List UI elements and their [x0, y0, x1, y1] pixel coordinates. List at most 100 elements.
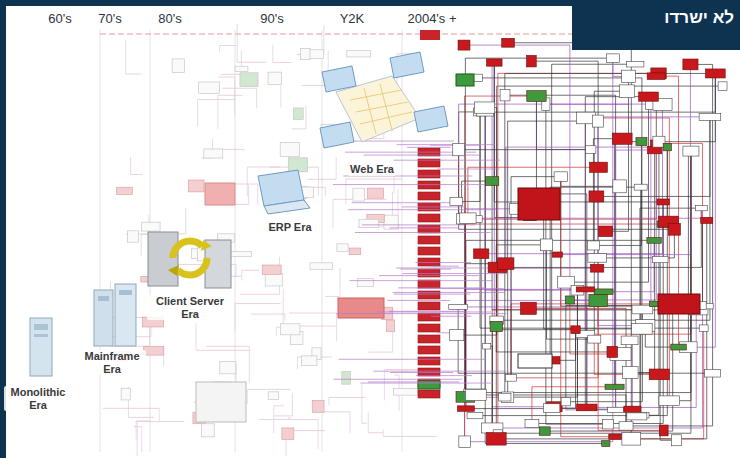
system-box — [632, 324, 653, 335]
system-box — [456, 74, 474, 86]
legacy-link — [220, 45, 237, 46]
integration-link — [393, 160, 499, 161]
legacy-box — [280, 324, 299, 335]
integration-stack-box — [418, 258, 440, 266]
system-box — [624, 406, 641, 412]
era-year: 80's — [156, 12, 183, 27]
system-box — [457, 406, 474, 411]
legacy-link — [137, 421, 184, 422]
system-box — [647, 237, 661, 243]
legacy-link — [242, 270, 259, 271]
legacy-link — [237, 24, 238, 62]
integration-link — [402, 206, 464, 207]
legacy-link — [248, 185, 249, 205]
legacy-link — [185, 208, 186, 234]
legacy-link — [247, 167, 248, 196]
integration-stack-box — [418, 368, 440, 376]
system-link — [498, 73, 659, 433]
system-box — [718, 82, 727, 91]
integration-link — [343, 175, 472, 176]
legacy-box — [280, 143, 299, 157]
era-year: 2004's + — [405, 12, 458, 27]
core-system-box — [658, 294, 700, 314]
legacy-box — [240, 73, 258, 87]
legacy-link — [285, 314, 286, 321]
top-red-box — [420, 30, 440, 40]
system-link — [458, 307, 712, 373]
legacy-link — [274, 415, 292, 416]
system-box — [627, 413, 647, 420]
legacy-box — [357, 279, 373, 287]
legacy-box — [310, 263, 333, 269]
system-box — [613, 180, 626, 193]
system-box — [589, 191, 604, 202]
system-link — [492, 309, 642, 427]
system-box — [450, 197, 463, 205]
legacy-box — [367, 188, 383, 198]
legacy-link — [221, 74, 242, 75]
system-link — [459, 150, 675, 230]
system-box — [527, 55, 537, 67]
era-year: 60's — [46, 12, 73, 27]
system-link — [536, 96, 543, 203]
integration-stack-box — [418, 302, 440, 310]
legacy-link — [368, 413, 369, 433]
legacy-link — [128, 417, 154, 418]
legacy-link — [346, 179, 402, 180]
system-link — [511, 177, 561, 378]
system-box — [605, 384, 624, 389]
legacy-link — [249, 346, 250, 383]
legacy-box — [394, 388, 418, 395]
integration-link — [394, 294, 470, 295]
system-link — [465, 264, 505, 397]
legacy-link — [297, 357, 298, 369]
system-link — [532, 202, 663, 424]
legacy-link — [251, 314, 285, 315]
system-link — [626, 373, 713, 426]
system-box — [577, 404, 597, 411]
system-box — [576, 287, 594, 292]
system-box — [659, 396, 680, 406]
system-box — [612, 133, 632, 144]
legacy-box — [201, 424, 214, 437]
integration-stack-box — [418, 335, 440, 343]
integration-link — [334, 379, 463, 380]
integration-stack-box — [418, 280, 440, 288]
legacy-box — [220, 362, 236, 374]
integration-link — [415, 262, 471, 263]
system-box — [502, 38, 515, 47]
integration-stack-box — [418, 313, 440, 321]
system-link — [561, 177, 616, 437]
system-link — [465, 96, 537, 442]
system-box — [474, 102, 494, 113]
integration-link — [355, 232, 491, 233]
integration-stack-box — [418, 236, 440, 244]
system-link — [703, 220, 707, 306]
system-box — [540, 239, 552, 251]
system-box — [588, 254, 606, 263]
system-link — [475, 147, 667, 415]
legacy-link — [131, 174, 143, 175]
system-box — [671, 435, 681, 446]
integration-link — [400, 269, 451, 270]
legacy-link — [218, 76, 234, 77]
legacy-link — [141, 234, 142, 256]
system-link — [506, 147, 667, 264]
legacy-box — [127, 231, 138, 242]
integration-link — [362, 224, 475, 225]
system-link — [496, 245, 546, 439]
system-box — [595, 289, 613, 295]
system-box — [486, 433, 506, 445]
system-link — [552, 330, 576, 408]
system-box — [543, 404, 559, 413]
legacy-link — [325, 296, 340, 297]
system-box — [587, 241, 599, 250]
system-link — [511, 268, 597, 378]
legacy-link — [307, 179, 336, 180]
system-box — [619, 422, 633, 430]
system-box — [602, 419, 613, 429]
system-box — [465, 389, 486, 400]
system-box — [639, 92, 659, 101]
integration-stack-box — [418, 390, 440, 398]
system-box — [589, 294, 607, 306]
